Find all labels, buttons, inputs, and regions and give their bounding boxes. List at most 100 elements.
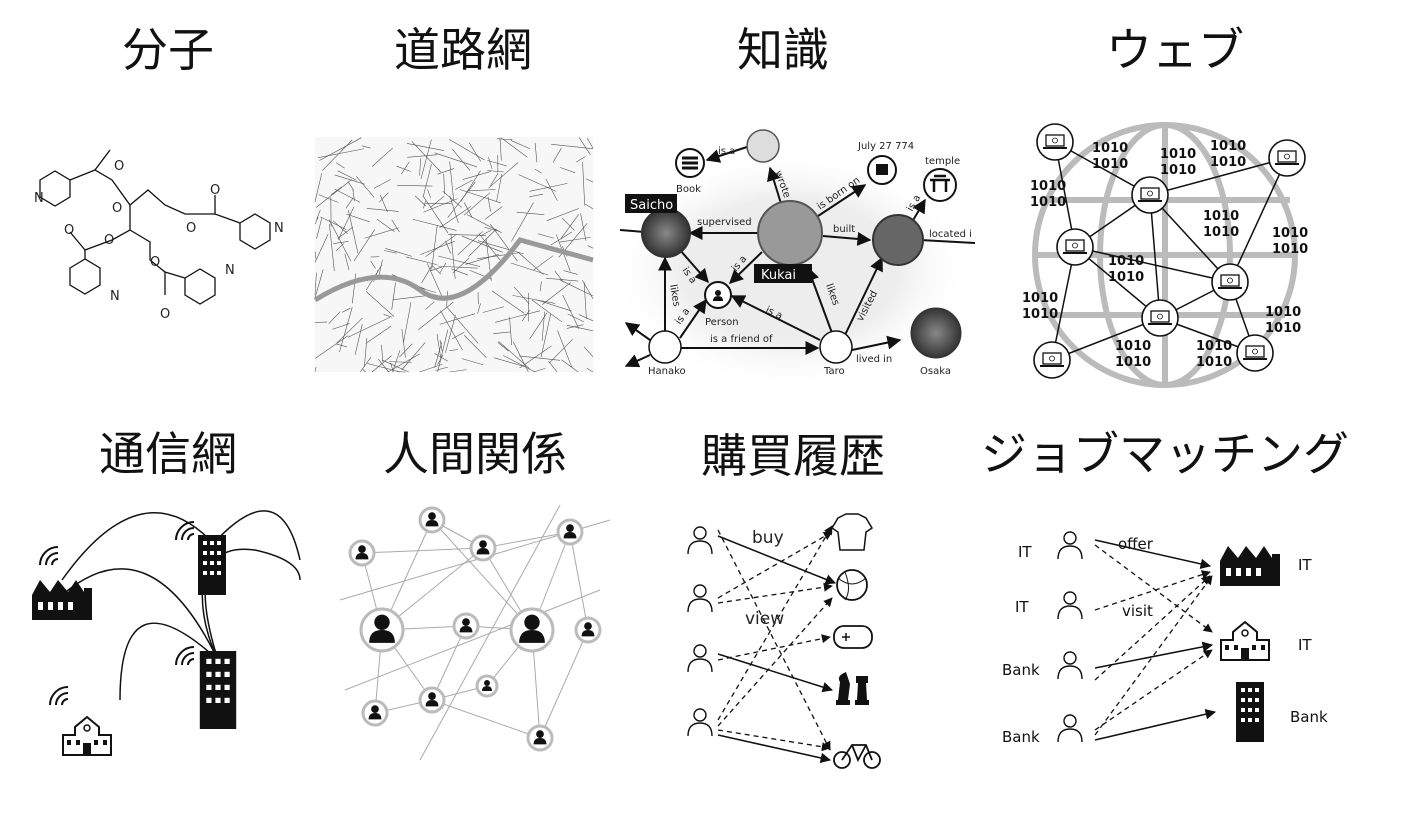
road (436, 333, 442, 360)
road (497, 342, 509, 352)
laptop-icon (1042, 134, 1068, 149)
road (334, 174, 365, 185)
road (463, 202, 473, 218)
road (500, 137, 528, 158)
binary-label: 1010 (1272, 226, 1308, 241)
binary-label: 1010 (1265, 305, 1301, 320)
road (376, 219, 395, 232)
road (566, 324, 594, 332)
road (541, 311, 545, 341)
job-seeker-icon (1057, 531, 1083, 560)
road (561, 359, 579, 373)
road (406, 143, 444, 151)
molecule-diagram (39, 149, 271, 305)
job-seeker-icon (1057, 714, 1083, 743)
road (578, 137, 591, 155)
road (451, 331, 465, 340)
road (548, 338, 573, 364)
buy-label: buy (752, 528, 784, 548)
road (468, 142, 482, 162)
title-knowledge: 知識 (737, 23, 829, 77)
road (494, 310, 540, 323)
road (552, 147, 562, 163)
wifi-icon (39, 546, 59, 566)
road (461, 235, 503, 253)
road (338, 206, 355, 240)
svg-text:O: O (104, 233, 114, 248)
laptop-icon (1217, 274, 1243, 289)
road (364, 227, 399, 239)
binary-label: 1010 (1092, 157, 1128, 172)
edge-label: is a (718, 146, 735, 157)
road (322, 139, 353, 171)
relation-edge (482, 531, 571, 549)
road (314, 251, 317, 260)
svg-text:N: N (225, 263, 235, 278)
road (429, 195, 445, 208)
road (371, 147, 393, 167)
road (476, 252, 520, 260)
road (314, 272, 317, 295)
road (336, 162, 345, 169)
binary-label: 1010 (1022, 307, 1058, 322)
binary-label: 1010 (1210, 139, 1246, 154)
factory-icon (32, 580, 92, 620)
road (559, 167, 576, 174)
road (490, 223, 518, 262)
road (426, 263, 445, 302)
road (449, 349, 458, 351)
road (328, 311, 341, 324)
node-kukai: Kukai (761, 268, 796, 283)
binary-label: 1010 (1030, 179, 1066, 194)
road (314, 216, 319, 225)
road (465, 253, 500, 265)
seeker-label: Bank (1002, 661, 1040, 679)
binary-label: 1010 (1030, 195, 1066, 210)
relation-edge (419, 504, 561, 761)
road (562, 294, 580, 329)
road (431, 225, 438, 270)
title-telecom: 通信網 (99, 427, 237, 481)
road (586, 367, 594, 373)
temple-building-image (872, 214, 924, 266)
road (511, 202, 534, 242)
road (516, 211, 545, 216)
binary-label: 1010 (1196, 339, 1232, 354)
relation-edge (361, 547, 484, 554)
road (365, 291, 395, 317)
molecule-atom-labels: OO OO OO OO NN NN (34, 159, 284, 322)
road (406, 256, 438, 266)
svg-text:N: N (274, 221, 284, 236)
edge-label: lived in (856, 354, 892, 365)
road (510, 140, 531, 150)
road (367, 363, 401, 373)
road (401, 328, 406, 358)
svg-text:O: O (112, 201, 122, 216)
node-temple: temple (925, 156, 960, 167)
road (414, 195, 426, 207)
road (448, 138, 485, 161)
road (385, 248, 413, 257)
road (503, 355, 536, 373)
node-book: Book (676, 184, 701, 195)
customer-icon (687, 584, 713, 613)
road (585, 203, 594, 210)
road (459, 189, 501, 204)
road (546, 208, 580, 222)
binary-label: 1010 (1160, 147, 1196, 162)
road (332, 323, 350, 330)
road (540, 313, 552, 358)
title-road-network: 道路網 (394, 23, 532, 77)
road (550, 231, 573, 246)
road (532, 255, 554, 271)
laptop-icon (1039, 352, 1065, 367)
wifi-icon (175, 646, 195, 666)
knowledge-graph: Saicho Kukai Book July 27 774 temple Per… (610, 129, 976, 390)
svg-text:O: O (114, 159, 124, 174)
road (418, 301, 454, 331)
road (518, 174, 556, 192)
svg-text:O: O (64, 223, 74, 238)
company-school-icon (1220, 621, 1270, 661)
road (336, 317, 363, 344)
road (455, 179, 473, 190)
